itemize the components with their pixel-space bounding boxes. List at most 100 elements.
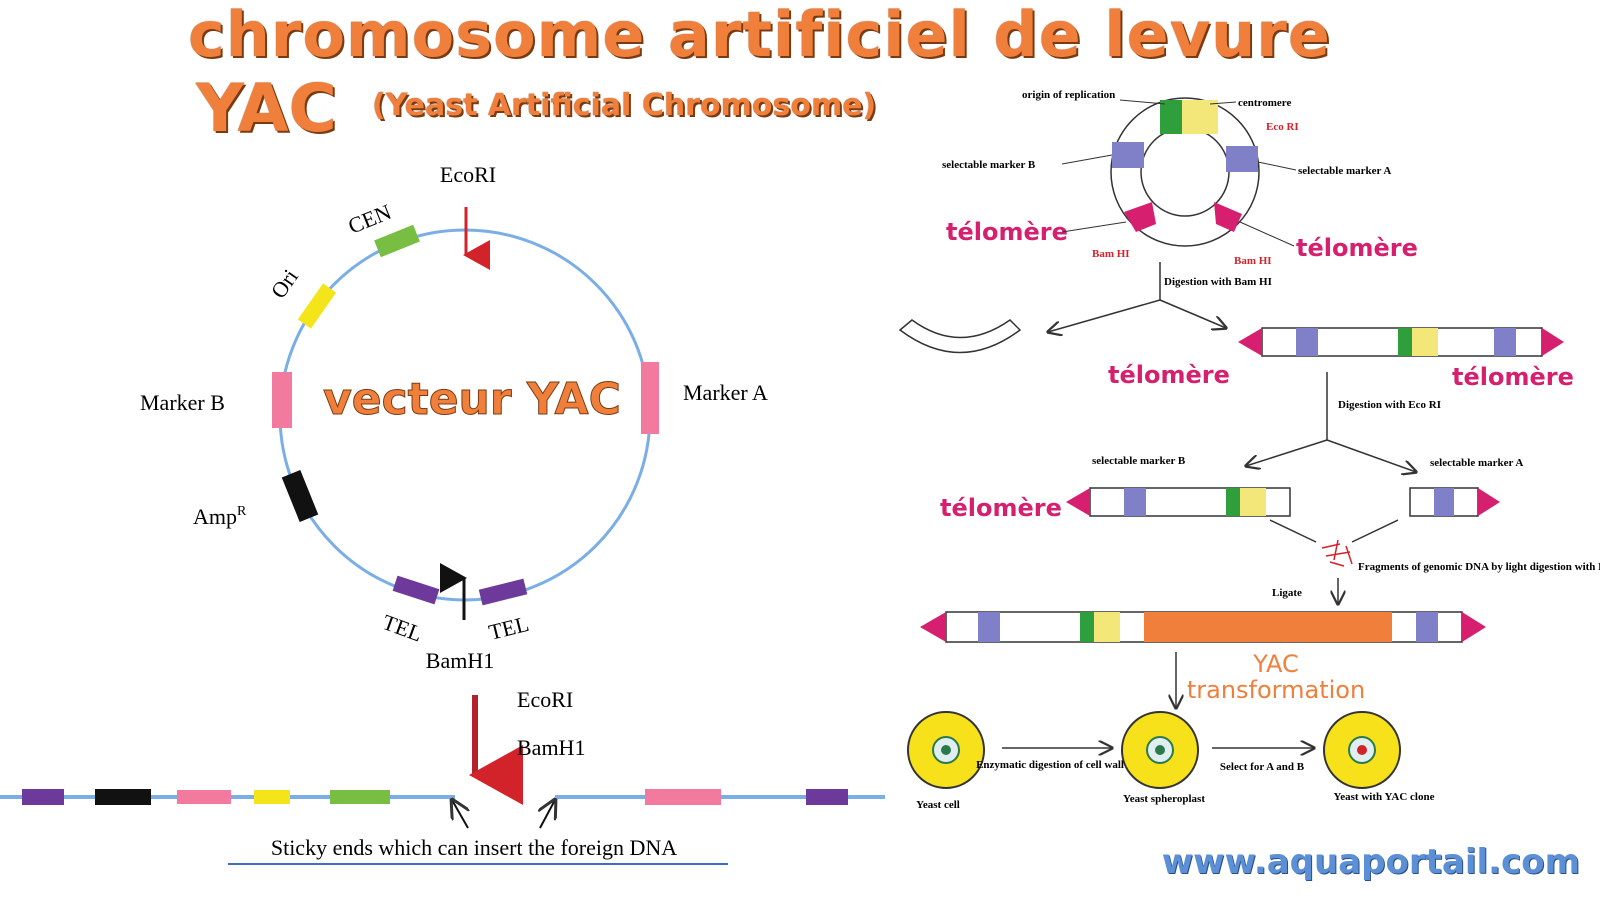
linear-yac-row2 [1238,327,1564,357]
yac-transformation-label-1: YAC [1252,650,1299,678]
row3-left-arm [1066,487,1291,517]
telomere-leader-1 [1061,221,1127,233]
site-watermark: www.aquaportail.com [1161,842,1580,882]
ring-marker-a-label: selectable marker A [1298,165,1391,177]
row2-origin [1398,328,1412,356]
genomic-fragments-icon [1321,539,1353,567]
linear-marker-b-segment [177,790,231,804]
row2-telomere-right [1542,328,1564,356]
ring-telomere-left [1124,202,1156,232]
tel-left-segment [392,575,440,605]
ring-ecori-label: Eco RI [1266,121,1299,133]
ring-marker-a-segment [1226,146,1258,172]
ring-centromere-segment [1182,100,1218,134]
final-telomere-right [1462,612,1486,642]
yeast-spheroplast-icon [1121,711,1199,789]
telomere-label-4: télomère [1452,363,1574,391]
eco-branch-left [1246,439,1328,466]
ampr-label: AmpR [193,504,247,529]
ring-marker-b-segment [1112,142,1144,168]
centromere-label: centromere [1238,97,1291,109]
row3-left-origin [1226,488,1240,516]
origin-leader [1119,99,1166,105]
yac-title: YAC [196,70,337,147]
linear-tel-right-segment [806,789,848,805]
marker-a-leader [1257,161,1297,171]
telomere-label-5: télomère [940,494,1062,522]
origin-label: origin of replication [1022,89,1115,101]
marker-b-segment [272,372,292,428]
row2-telomere-left [1238,328,1262,356]
final-marker-b [978,612,1000,642]
ring-bam-left-label: Bam HI [1092,248,1130,260]
tel-right-segment [478,578,528,606]
yeast-spheroplast-label: Yeast spheroplast [1123,793,1205,805]
select-ab-label: Select for A and B [1220,761,1305,773]
excised-fragment [898,319,1022,354]
marker-b-leader [1061,154,1113,165]
row3-left-centromere [1240,488,1266,516]
final-telomere-left [920,612,946,642]
row2-marker-b [1296,328,1318,356]
linear-ori-segment [254,790,290,804]
yac-subtitle: (Yeast Artificial Chromosome) [372,88,877,123]
vector-center-label: vecteur YAC [323,374,621,425]
row3-right-marker-a [1434,488,1454,516]
ecori-label: EcoRI [440,162,496,187]
telomere-label-2: télomère [1296,234,1418,262]
ring-origin-segment [1160,100,1182,134]
final-origin [1080,612,1094,642]
digest-bamh1-label: BamH1 [517,735,585,760]
ampr-segment [281,470,319,522]
row3-sel-a-label: selectable marker A [1430,457,1523,469]
centromere-leader [1209,101,1237,105]
cen-label: CEN [345,199,395,239]
linear-marker-a-segment [645,789,721,805]
final-insert-dna [1144,612,1392,642]
yeast-clone-label: Yeast with YAC clone [1334,791,1435,803]
bam-branch-left [1048,299,1161,332]
sticky-end-pointer-left [452,800,468,829]
cen-segment [374,224,420,258]
yac-transformation-label-2: transformation [1187,676,1365,704]
digest-eco-label: Digestion with Eco RI [1338,399,1441,411]
row3-sel-b-label: selectable marker B [1092,455,1186,467]
sticky-end-pointer-right [540,800,555,829]
bam-branch-right [1159,299,1226,328]
linear-tel-segment [22,789,64,805]
telomere-leader-2 [1239,221,1295,247]
enzymatic-label: Enzymatic digestion of cell wall [976,759,1124,771]
fragments-label: Fragments of genomic DNA by light digest… [1358,561,1600,573]
telomere-label-3: télomère [1108,361,1230,389]
telomere-label-1: télomère [946,218,1068,246]
tel-left-label: TEL [379,609,425,646]
row2-centromere [1412,328,1438,356]
bamh1-label: BamH1 [426,648,494,673]
final-marker-a [1416,612,1438,642]
fragment-converge-right [1351,519,1399,543]
main-title: chromosome artificiel de levure [188,0,1331,71]
eco-branch-right [1326,439,1416,472]
ori-label: Ori [266,265,303,303]
row3-right-arm [1409,487,1500,517]
yeast-cell-label: Yeast cell [916,799,960,811]
digest-bam-label: Digestion with Bam HI [1164,276,1272,288]
final-yac-construct [920,611,1486,643]
yeast-clone-icon [1323,711,1401,789]
yac-vector-plasmid: EcoRI CEN Ori Marker B Marker A AmpR TEL… [140,162,768,673]
linear-vector: Sticky ends which can insert the foreign… [0,789,885,865]
linear-amp-segment [95,789,151,805]
digest-ecori-label: EcoRI [517,687,573,712]
row2-marker-a [1494,328,1516,356]
fragment-converge-left [1269,519,1317,543]
right-scheme: origin of replication centromere Eco RI … [898,89,1600,811]
marker-a-segment [641,362,659,434]
ligate-label: Ligate [1272,587,1302,599]
ori-segment [297,283,337,329]
final-centromere [1094,612,1120,642]
ring-bam-right-label: Bam HI [1234,255,1272,267]
linear-cen-segment [330,790,390,804]
ring-marker-b-label: selectable marker B [942,159,1036,171]
marker-b-label: Marker B [140,390,225,415]
